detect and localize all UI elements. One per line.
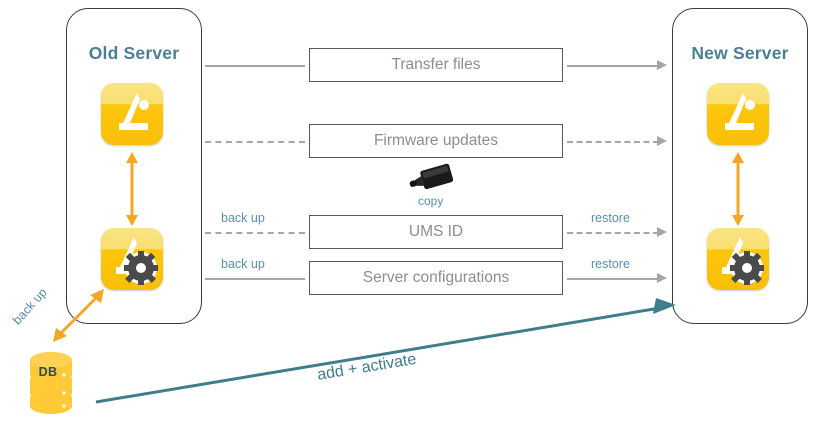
igel-app-config-gear-icon — [707, 228, 769, 290]
database-label: DB — [38, 365, 58, 379]
connector-right-transfer-files — [567, 65, 659, 67]
icon-gloss — [707, 228, 769, 250]
usb-stick-icon — [404, 163, 462, 193]
new-server-internal-double-arrow — [731, 152, 745, 226]
icon-gloss — [101, 83, 163, 105]
panel-new-server-title: New Server — [691, 43, 789, 63]
connector-right-ums-id — [567, 232, 659, 234]
label-back-up-ums-id: back up — [221, 211, 265, 225]
label-restore-ums-id: restore — [591, 211, 630, 225]
arrowhead-icon — [657, 136, 667, 146]
add-activate-flow-arrow — [80, 285, 690, 410]
igel-app-config-gear-icon — [101, 228, 163, 290]
process-box-firmware-updates[interactable]: Firmware updates — [309, 124, 563, 158]
connector-left-server-configurations — [205, 278, 305, 280]
connector-right-firmware-updates — [567, 141, 659, 143]
process-box-transfer-files[interactable]: Transfer files — [309, 48, 563, 82]
arrowhead-icon — [657, 227, 667, 237]
connector-left-firmware-updates — [205, 141, 305, 143]
panel-old-server-title: Old Server — [88, 43, 180, 63]
label-back-up-server-config: back up — [221, 257, 265, 271]
arrowhead-icon — [657, 60, 667, 70]
arrowhead-icon — [657, 273, 667, 283]
icon-gloss — [101, 228, 163, 250]
label-restore-server-config: restore — [591, 257, 630, 271]
old-server-internal-double-arrow — [125, 152, 139, 226]
process-box-label: Firmware updates — [373, 132, 499, 149]
label-back-up-database: back up — [10, 285, 50, 328]
connector-left-transfer-files — [205, 65, 305, 67]
process-box-label: Transfer files — [391, 56, 481, 73]
process-box-label: Server configurations — [362, 269, 510, 286]
process-box-ums-id[interactable]: UMS ID — [309, 215, 563, 249]
igel-app-icon — [707, 83, 769, 145]
label-copy: copy — [418, 194, 444, 208]
database-backup-double-arrow — [50, 286, 110, 344]
connector-left-ums-id — [205, 232, 305, 234]
igel-app-icon — [101, 83, 163, 145]
process-box-label: UMS ID — [408, 223, 464, 240]
connector-right-server-configurations — [567, 278, 659, 280]
process-box-server-configurations[interactable]: Server configurations — [309, 261, 563, 295]
icon-gloss — [707, 83, 769, 105]
database-cylinder-icon — [27, 348, 81, 414]
